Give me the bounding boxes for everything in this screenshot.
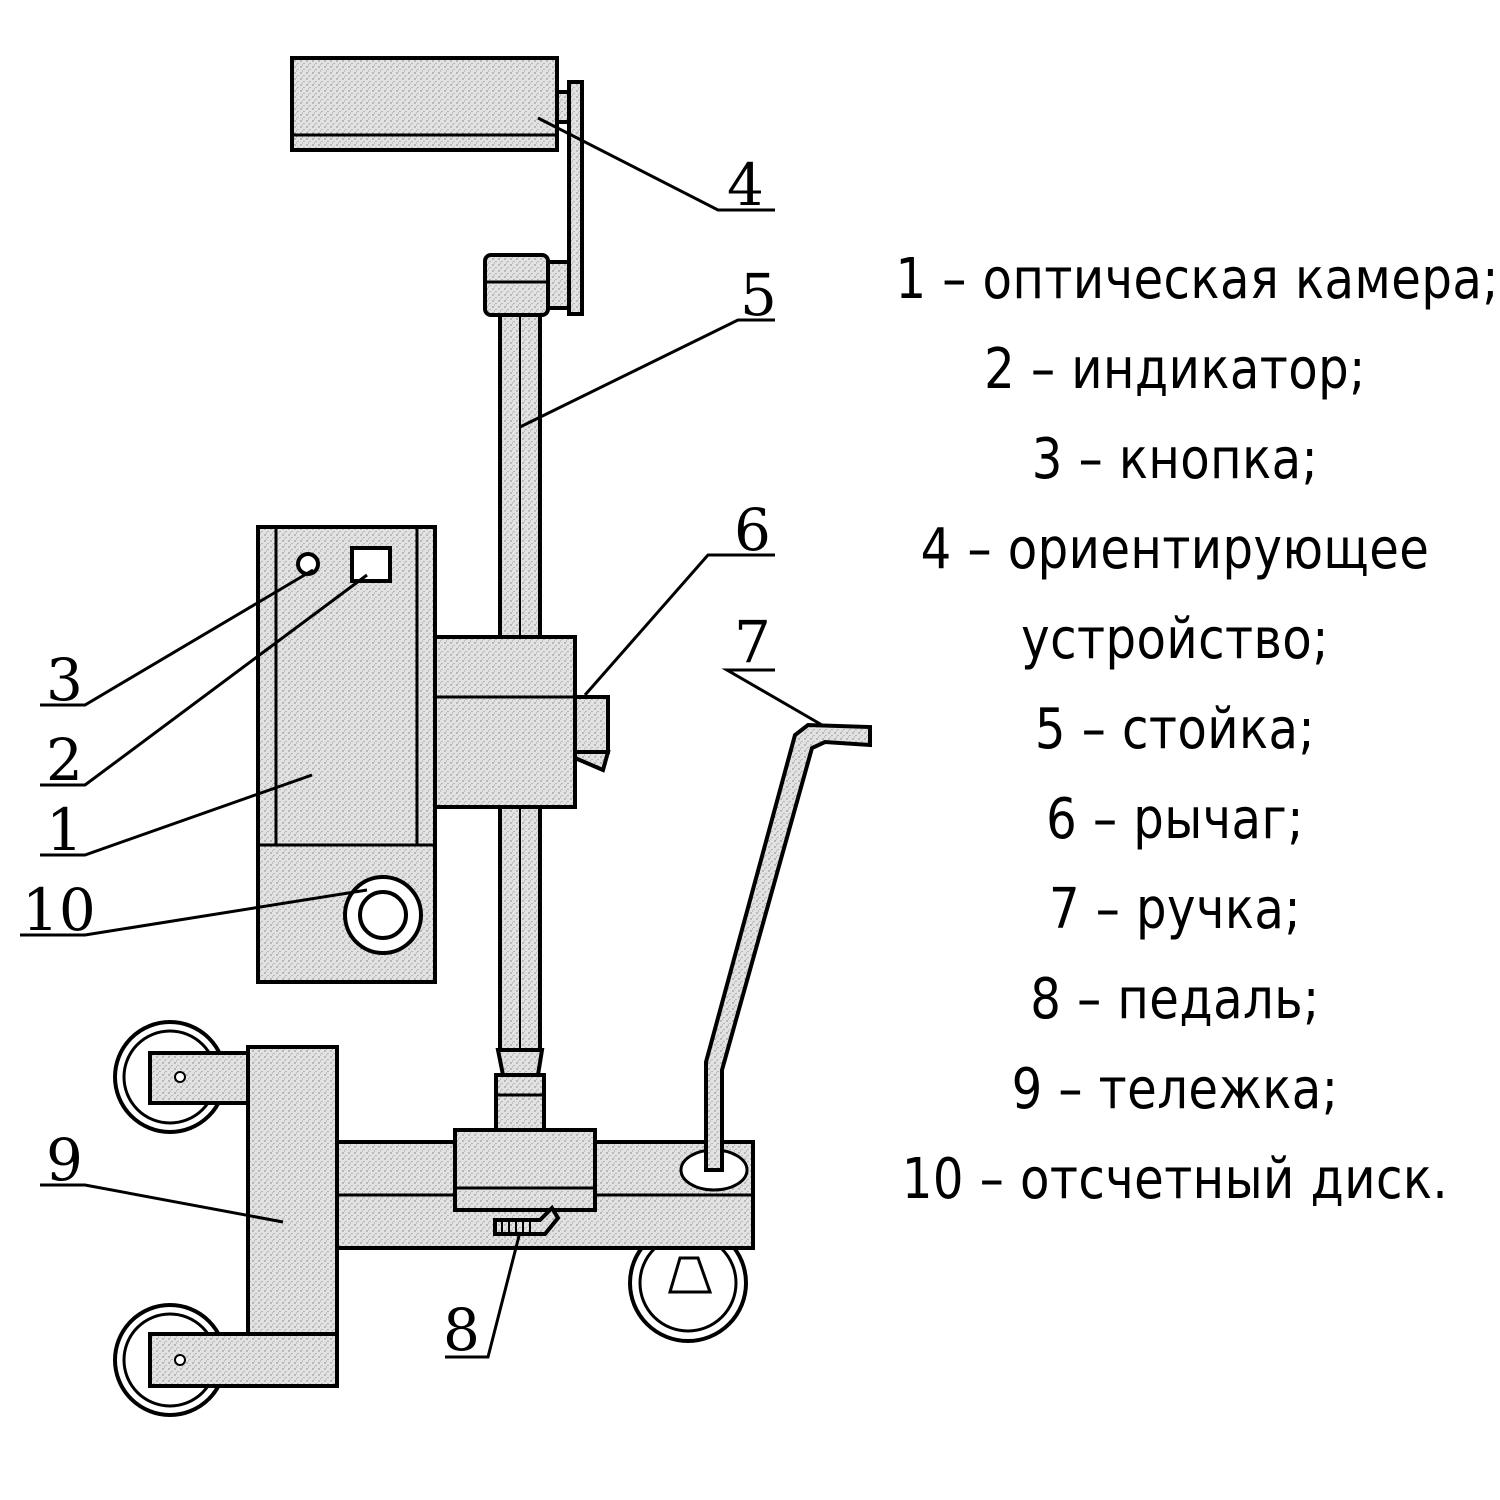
label-8: 8 <box>443 1296 480 1364</box>
lever <box>573 695 611 773</box>
label-5: 5 <box>740 261 777 329</box>
label-3: 3 <box>46 646 83 714</box>
legend-item-8: 8 – педаль; <box>1030 967 1320 1032</box>
legend-item-1: 1 – оптическая камера; <box>895 247 1499 312</box>
legend-item-2: 2 – индикатор; <box>984 337 1366 402</box>
stand-column <box>483 253 550 1162</box>
leader-lines <box>20 116 823 1359</box>
label-10: 10 <box>22 876 96 944</box>
label-9: 9 <box>46 1126 83 1194</box>
reading-disc <box>343 875 423 955</box>
handle <box>704 722 872 1172</box>
legend: 1 – оптическая камера; 2 – индикатор; 3 … <box>850 235 1500 1225</box>
label-6: 6 <box>734 496 771 564</box>
legend-item-7: 7 – ручка; <box>1048 877 1301 942</box>
legend-item-3: 3 – кнопка; <box>1031 427 1319 492</box>
column-slider <box>433 635 577 809</box>
legend-item-4-cont: устройство; <box>1021 607 1329 672</box>
legend-item-4: 4 – ориентирующее <box>920 517 1430 582</box>
indicator-icon <box>350 546 392 583</box>
button-icon <box>296 552 320 576</box>
label-4: 4 <box>727 151 764 219</box>
trolley <box>113 1020 755 1417</box>
label-1: 1 <box>46 796 83 864</box>
label-2: 2 <box>46 726 83 794</box>
legend-item-10: 10 – отсчетный диск. <box>901 1147 1449 1212</box>
legend-item-9: 9 – тележка; <box>1011 1057 1339 1122</box>
legend-item-5: 5 – стойка; <box>1034 697 1316 762</box>
legend-item-6: 6 – рычаг; <box>1046 787 1304 852</box>
label-7: 7 <box>734 608 771 676</box>
orienting-device <box>290 56 584 316</box>
pedal <box>493 1204 561 1236</box>
